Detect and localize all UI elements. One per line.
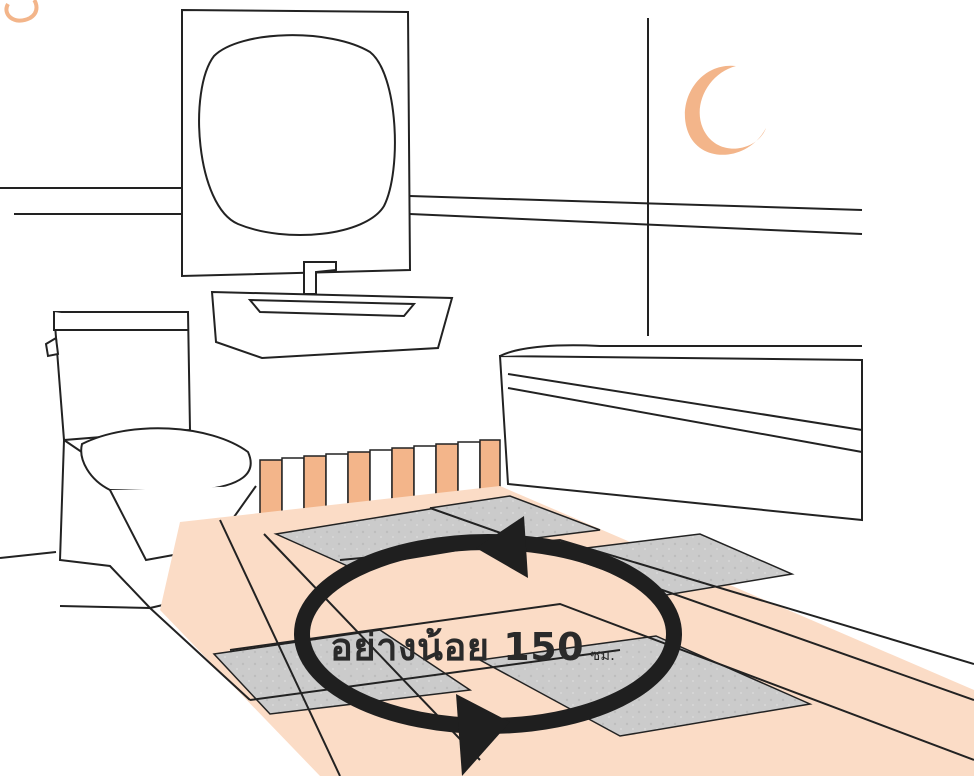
clearance-value: อย่างน้อย 150: [330, 625, 584, 669]
decor-circle-top-left: [6, 0, 36, 21]
bathtub: [500, 345, 862, 520]
clearance-label: อย่างน้อย 150 ซม.: [330, 616, 615, 677]
decor-circle-right: [685, 66, 766, 155]
sink: [212, 262, 452, 358]
mirror: [182, 10, 410, 276]
clearance-unit: ซม.: [590, 646, 615, 664]
